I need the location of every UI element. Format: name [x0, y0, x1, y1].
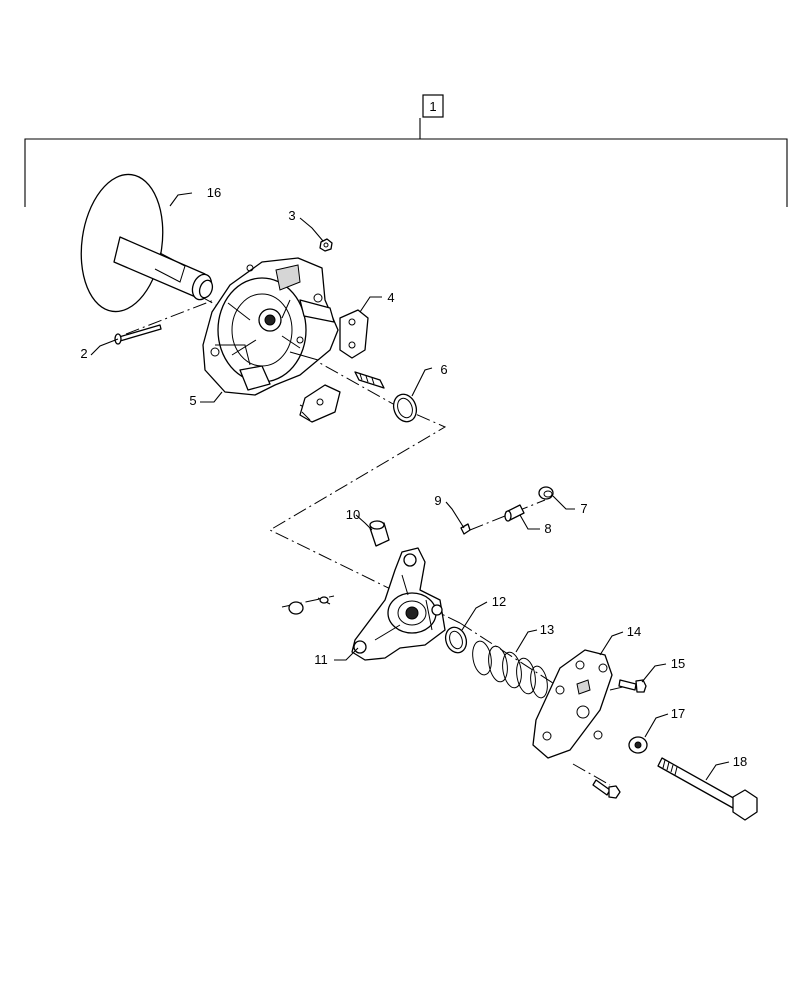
lower-bolt	[592, 779, 621, 799]
callout-12: 12	[492, 594, 506, 609]
spring-pin	[354, 371, 385, 389]
fixed-sheave-part-16	[80, 173, 214, 313]
callout-labels: 2 3 4 5 6 7 8 9 10 11 12 13 14 15 16 17 …	[80, 185, 747, 769]
callout-10: 10	[346, 507, 360, 522]
callout-8: 8	[544, 521, 551, 536]
cover-plate-part-14	[532, 649, 613, 759]
cap-part-7	[538, 486, 554, 500]
callout-13: 13	[540, 622, 554, 637]
weight-block	[299, 384, 341, 423]
callout-16: 16	[207, 185, 221, 200]
callout-14: 14	[627, 624, 641, 639]
spring-part-13	[472, 640, 548, 699]
callout-5: 5	[189, 393, 196, 408]
callout-2: 2	[80, 346, 87, 361]
pin-part-8	[504, 504, 525, 522]
weight-part-4	[339, 309, 369, 359]
spider-part-11	[351, 547, 446, 661]
assembly-callout-1: 1	[429, 99, 436, 114]
washer-part-17	[628, 736, 648, 754]
movable-sheave-part-5	[202, 257, 339, 396]
retaining-ring-part-6	[392, 393, 418, 423]
callout-11: 11	[314, 652, 328, 667]
callout-4: 4	[387, 290, 394, 305]
bolt-part-15	[618, 679, 647, 693]
clip-part-9	[460, 523, 471, 535]
callout-9: 9	[434, 493, 441, 508]
bolt-part-2	[114, 324, 162, 345]
assembly-bracket: 1	[24, 94, 788, 207]
callout-3: 3	[288, 208, 295, 223]
leader-lines	[90, 192, 730, 781]
bushing-part-10	[369, 520, 390, 547]
button-part	[288, 596, 331, 615]
callout-18: 18	[733, 754, 747, 769]
callout-7: 7	[580, 501, 587, 516]
callout-15: 15	[671, 656, 685, 671]
callout-17: 17	[671, 706, 685, 721]
ring-part-12	[444, 626, 468, 654]
callout-6: 6	[440, 362, 447, 377]
nut-part-3	[319, 238, 333, 252]
bolt-part-18	[657, 757, 758, 821]
